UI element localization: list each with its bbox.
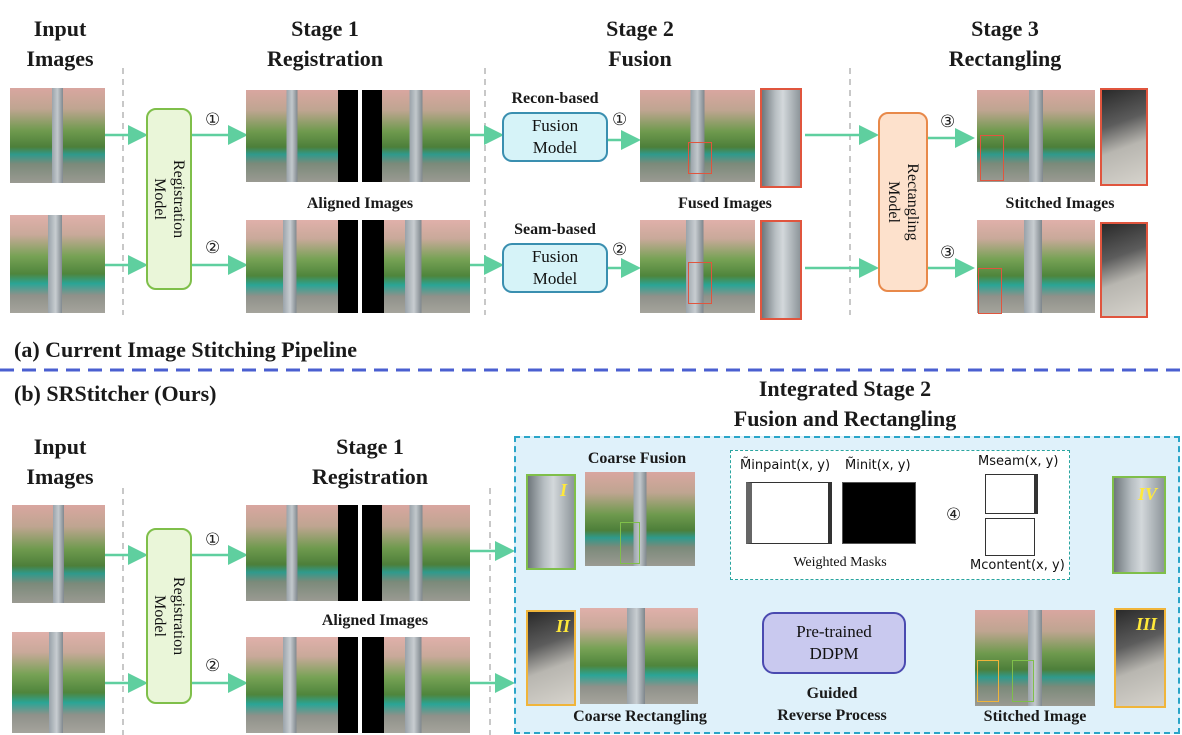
- fused-image-seam: [640, 220, 755, 313]
- mask-seam: [985, 474, 1038, 514]
- fused-images-label: Fused Images: [678, 195, 772, 212]
- mark-4: ④: [946, 505, 962, 525]
- stitched-roi-ii: [977, 660, 999, 702]
- black-pad: [338, 637, 358, 733]
- input-image-b2: [12, 632, 105, 733]
- coarse-fusion-roi: [620, 522, 640, 564]
- black-pad: [338, 505, 358, 601]
- input-image-2: [10, 215, 105, 313]
- caption-b: (b) SRStitcher (Ours): [14, 381, 217, 406]
- fusion-model-box-seam: Fusion Model: [502, 243, 608, 293]
- tag-i: I: [560, 480, 568, 500]
- seam-based-label: Seam-based: [514, 221, 596, 238]
- mark-2-fusion: ②: [612, 240, 628, 260]
- tag-iv: IV: [1138, 484, 1158, 504]
- mark-2-a: ②: [205, 238, 221, 258]
- input-image-1: [10, 88, 105, 183]
- mask-inpaint-label: M̃inpaint(x, y): [740, 458, 831, 473]
- stitched-crop-a2: [1100, 222, 1148, 318]
- coarse-rectangling-image: [580, 608, 698, 704]
- ddpm-box: Pre-trained DDPM: [762, 612, 906, 674]
- stage1-header-b: Stage 1 Registration: [311, 434, 429, 489]
- crop-iv: [1112, 476, 1166, 574]
- aligned-images-label-a: Aligned Images: [306, 195, 414, 212]
- mark-1-a: ①: [205, 110, 221, 130]
- tag-ii: II: [556, 616, 571, 636]
- guided-reverse-label: Guided Reverse Process: [777, 685, 887, 724]
- aligned-image-b2a: [246, 637, 338, 733]
- stitched-crop-a1: [1100, 88, 1148, 186]
- mark-1-b: ①: [205, 530, 221, 550]
- stitched-roi-box-2: [978, 268, 1002, 314]
- aligned-image-2a: [246, 220, 338, 313]
- stage2-header-a: Stage 2 Fusion: [606, 16, 674, 71]
- registration-model-label-b: Registration Model: [151, 576, 187, 656]
- aligned-image-1a: [246, 90, 338, 182]
- stitched-image-label-b: Stitched Image: [983, 708, 1087, 725]
- crop-ii: [526, 610, 576, 706]
- mask-init: [842, 482, 916, 544]
- stitched-image-a2: [977, 220, 1095, 313]
- stitched-image-a1: [977, 90, 1095, 182]
- black-pad: [362, 220, 384, 313]
- caption-a: (a) Current Image Stitching Pipeline: [14, 337, 358, 362]
- crop-iii: [1114, 608, 1166, 708]
- black-pad: [362, 637, 384, 733]
- rectangling-model-box: Rectangling Model: [878, 112, 928, 292]
- stitched-roi-iv: [1012, 660, 1034, 702]
- mark-2-b: ②: [205, 656, 221, 676]
- aligned-image-b1a: [246, 505, 338, 601]
- fused-crop-recon: [760, 88, 802, 188]
- mask-seam-label: Mseam(x, y): [978, 454, 1059, 469]
- crop-i: [526, 474, 576, 570]
- stage3-header-a: Stage 3 Rectangling: [948, 16, 1062, 71]
- stitched-images-label-a: Stitched Images: [1005, 195, 1115, 212]
- mark-3-top: ③: [940, 112, 956, 132]
- registration-model-box-a: Registration Model: [146, 108, 192, 290]
- black-pad: [362, 90, 382, 182]
- tag-iii: III: [1136, 614, 1158, 634]
- rectangling-model-label: Rectangling Model: [885, 163, 921, 241]
- coarse-fusion-label: Coarse Fusion: [587, 450, 687, 467]
- fusion-model-box-recon: Fusion Model: [502, 112, 608, 162]
- fused-image-recon: [640, 90, 755, 182]
- black-pad: [362, 505, 382, 601]
- fused-crop-seam: [760, 220, 802, 320]
- stage1-header-a: Stage 1 Registration: [266, 16, 384, 71]
- stitched-roi-box-1: [980, 135, 1004, 181]
- black-pad: [338, 90, 358, 182]
- input-image-b1: [12, 505, 105, 603]
- weighted-masks-label: Weighted Masks: [793, 555, 887, 570]
- integrated-stage2-header: Integrated Stage 2 Fusion and Rectanglin…: [733, 376, 957, 431]
- mask-content: [985, 518, 1035, 556]
- black-pad: [338, 220, 358, 313]
- recon-based-label: Recon-based: [511, 90, 599, 107]
- mark-3-bottom: ③: [940, 243, 956, 263]
- mask-inpaint: [746, 482, 832, 544]
- input-images-header-a: Input Images: [26, 16, 94, 71]
- registration-model-label-a: Registration Model: [151, 159, 187, 239]
- fused-roi-box-2: [688, 262, 712, 304]
- fused-roi-box-1: [688, 142, 712, 174]
- stitched-image-b: [975, 610, 1095, 706]
- mark-1-fusion: ①: [612, 110, 628, 130]
- coarse-rectangling-label: Coarse Rectangling: [573, 708, 707, 725]
- aligned-images-label-b: Aligned Images: [321, 612, 429, 629]
- mask-init-label: M̃init(x, y): [845, 458, 911, 473]
- coarse-fusion-image: [585, 472, 695, 566]
- registration-model-box-b: Registration Model: [146, 528, 192, 704]
- mask-content-label: Mcontent(x, y): [970, 558, 1065, 573]
- input-images-header-b: Input Images: [26, 434, 94, 489]
